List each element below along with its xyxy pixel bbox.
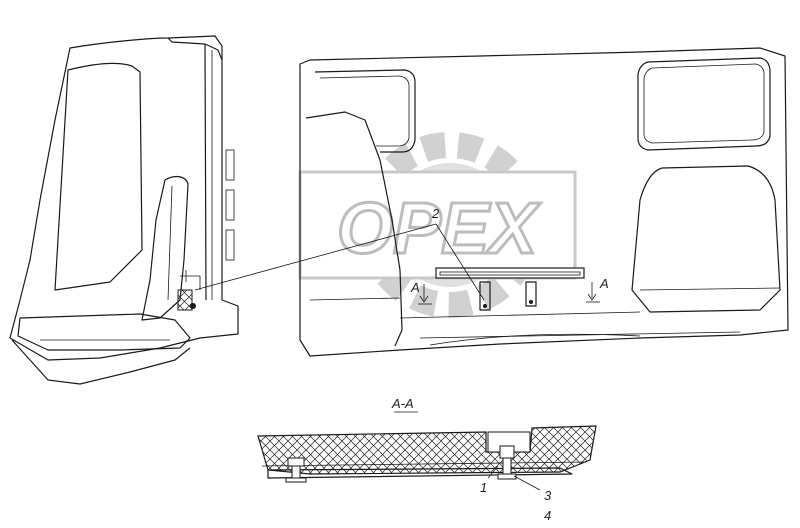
foam-section <box>257 425 597 475</box>
callout-label-2: 2 <box>431 206 440 221</box>
bolt-left <box>285 457 307 483</box>
callout-label-4: 4 <box>544 508 551 523</box>
section-title: A-A <box>391 396 414 411</box>
watermark: OPEX <box>298 132 577 318</box>
section-mark-right: A <box>599 276 609 291</box>
cab-side-view <box>9 35 239 385</box>
rail-part <box>435 267 585 279</box>
callout-label-3: 3 <box>544 488 552 503</box>
bolt-right <box>497 445 517 480</box>
callout-label-1: 1 <box>480 480 487 495</box>
rear-panel-view: A A <box>299 47 789 357</box>
section-a-a-detail: A-A 1 3 4 <box>257 396 597 523</box>
callout-2: 2 <box>194 206 485 301</box>
gear-icon <box>357 132 543 318</box>
bracket-detail <box>177 289 193 311</box>
section-mark-left: A <box>410 280 420 295</box>
